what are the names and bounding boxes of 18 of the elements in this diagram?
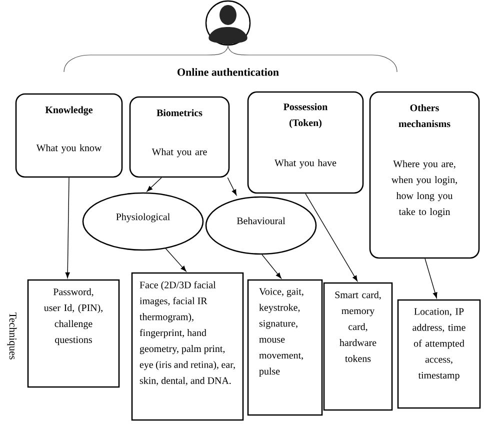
arrow [146, 177, 162, 192]
arrow [305, 193, 358, 282]
technique-box: Face (2D/3D facial images, facial IR thermogram), fingerprint, hand geometry, palm print, eye (iris and retina), ear, skin, dental, and DNA. [131, 272, 244, 421]
technique-box: Password, user Id, (PIN), challenge questions [27, 279, 120, 388]
arrow [165, 248, 186, 272]
category-box: Biometrics What you are [129, 96, 230, 178]
technique-box: Smart card, memory card, hardware tokens [323, 282, 393, 411]
technique-box: Voice, gait, keystroke, signature, mouse movement, pulse [247, 279, 323, 416]
category-box: Possession (Token) What you have [247, 91, 364, 194]
arrow [424, 258, 438, 298]
arrow [227, 177, 237, 196]
arrow [65, 177, 70, 278]
category-box: Others mechanisms Where you are, when you login, how long you take to login [369, 91, 480, 259]
arrow [262, 254, 282, 279]
category-box: Knowledge What you know [15, 93, 123, 178]
side-label: Techniques [7, 312, 17, 360]
technique-box: Location, IP address, time of attempted access, timestamp [397, 299, 481, 409]
title: Online authentication [178, 68, 279, 76]
